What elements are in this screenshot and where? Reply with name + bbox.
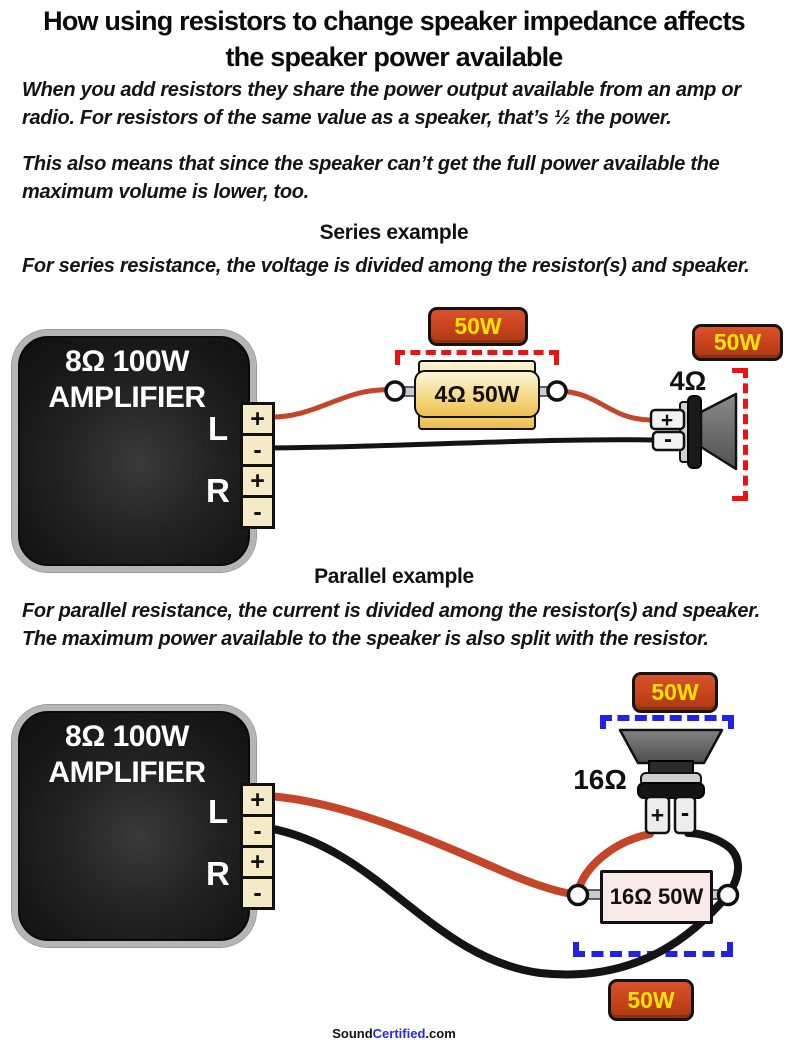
intro-paragraph-2: This also means that since the speaker c… [22, 153, 720, 204]
series-desc-pre: For series resistance, the [22, 255, 261, 277]
footer-brand-certified: Certified [372, 1026, 426, 1041]
series-resistor-power-badge: 50W [428, 307, 528, 346]
series-amp-terminal-strip: + - + - [240, 402, 275, 529]
series-amp-terminal-l-pos: + [243, 405, 272, 433]
parallel-description: For parallel resistance, the current is … [22, 597, 770, 654]
intro-paragraph-1: When you add resistors they share the po… [22, 79, 741, 130]
parallel-heading: Parallel example [314, 565, 474, 588]
parallel-speaker-impedance-label: 16Ω [573, 764, 627, 795]
footer-brand-suffix: .com [425, 1026, 456, 1041]
series-red-wire-resistor-to-speaker [555, 388, 653, 423]
parallel-red-wire-amp-to-resistor [264, 792, 576, 898]
series-speaker-power-bracket [727, 368, 748, 501]
series-heading: Series example [319, 221, 469, 244]
parallel-amp-left-channel-label: L [208, 793, 229, 830]
footer-brand-sound: Sound [332, 1026, 373, 1041]
series-amp-right-channel-label: R [206, 472, 230, 509]
page-title-line2: the speaker power available [225, 41, 563, 72]
parallel-desc-bold: current [272, 600, 340, 622]
series-desc-bold: voltage [260, 255, 329, 277]
parallel-wiring-layer: + - [264, 728, 742, 979]
series-speaker-power-badge: 50W [692, 324, 783, 361]
page-title-line1: How using resistors to change speaker im… [43, 6, 746, 36]
parallel-red-wire-resistor-to-speaker [574, 830, 654, 895]
parallel-speaker-icon: + - [618, 728, 724, 835]
parallel-resistor-power-badge: 50W [608, 979, 694, 1021]
series-amp-label: 8Ω 100W AMPLIFIER [18, 344, 236, 416]
parallel-amp-label: 8Ω 100W AMPLIFIER [18, 719, 236, 791]
parallel-amp-terminal-l-neg: - [243, 817, 272, 845]
series-speaker-pos-terminal [649, 408, 686, 431]
parallel-amp-spec: 8Ω 100W [65, 720, 189, 753]
footer-brand: SoundCertified.com [0, 1026, 788, 1041]
parallel-desc-pre: For parallel resistance, the [22, 600, 273, 622]
parallel-amp-terminal-strip: + - + - [240, 783, 275, 910]
series-speaker-cone [699, 392, 738, 471]
series-resistor: 4Ω 50W [414, 370, 540, 418]
parallel-speaker-power-badge: 50W [632, 672, 718, 713]
parallel-resistor-terminals [566, 883, 740, 907]
parallel-amp-right-channel-label: R [206, 855, 230, 892]
series-resistor-label: 4Ω 50W [434, 380, 520, 407]
parallel-speaker-cone [618, 728, 724, 765]
parallel-desc-post: is divided among the resistor(s) and spe… [22, 600, 760, 651]
parallel-amplifier: 8Ω 100W AMPLIFIER L R [12, 705, 256, 947]
series-amp-spec: 8Ω 100W [65, 345, 189, 378]
parallel-speaker-pos-terminal [644, 795, 671, 835]
series-speaker-magnet [687, 395, 702, 469]
parallel-amp-name: AMPLIFIER [48, 756, 206, 789]
series-amp-terminal-l-neg: - [243, 436, 272, 464]
parallel-black-wire [264, 824, 742, 979]
series-amp-left-channel-label: L [208, 410, 229, 447]
series-black-wire [265, 437, 655, 451]
parallel-speaker-magnet [637, 782, 705, 799]
parallel-speaker-neg-label: - [681, 799, 689, 827]
series-amp-name: AMPLIFIER [48, 381, 206, 414]
parallel-speaker-pos-label: + [651, 802, 664, 828]
series-speaker-neg-terminal [651, 430, 686, 452]
series-speaker-impedance-label: 4Ω [669, 366, 707, 396]
series-speaker-pos-label: + [661, 409, 673, 432]
series-amplifier: 8Ω 100W AMPLIFIER L R [12, 330, 256, 572]
series-amp-terminal-r-neg: - [243, 498, 272, 526]
parallel-speaker-power-bracket [600, 715, 734, 734]
series-speaker-neg-label: - [664, 426, 672, 453]
page-title: How using resistors to change speaker im… [0, 4, 788, 75]
series-amp-terminal-r-pos: + [243, 467, 272, 495]
parallel-amp-terminal-r-pos: + [243, 848, 272, 876]
parallel-resistor-label: 16Ω 50W [609, 884, 704, 909]
series-description: For series resistance, the voltage is di… [22, 252, 770, 280]
series-wiring-layer: + - [265, 380, 738, 471]
parallel-speaker-neg-terminal [673, 795, 697, 835]
series-resistor-terminals [384, 380, 568, 402]
parallel-resistor: 16Ω 50W [600, 870, 713, 924]
parallel-amp-terminal-r-neg: - [243, 879, 272, 907]
series-speaker-icon: + - [649, 392, 738, 471]
series-desc-post: is divided among the resistor(s) and spe… [328, 255, 750, 277]
series-red-wire-amp-to-resistor [265, 387, 393, 420]
series-resistor-power-bracket [395, 350, 559, 370]
parallel-amp-terminal-l-pos: + [243, 786, 272, 814]
